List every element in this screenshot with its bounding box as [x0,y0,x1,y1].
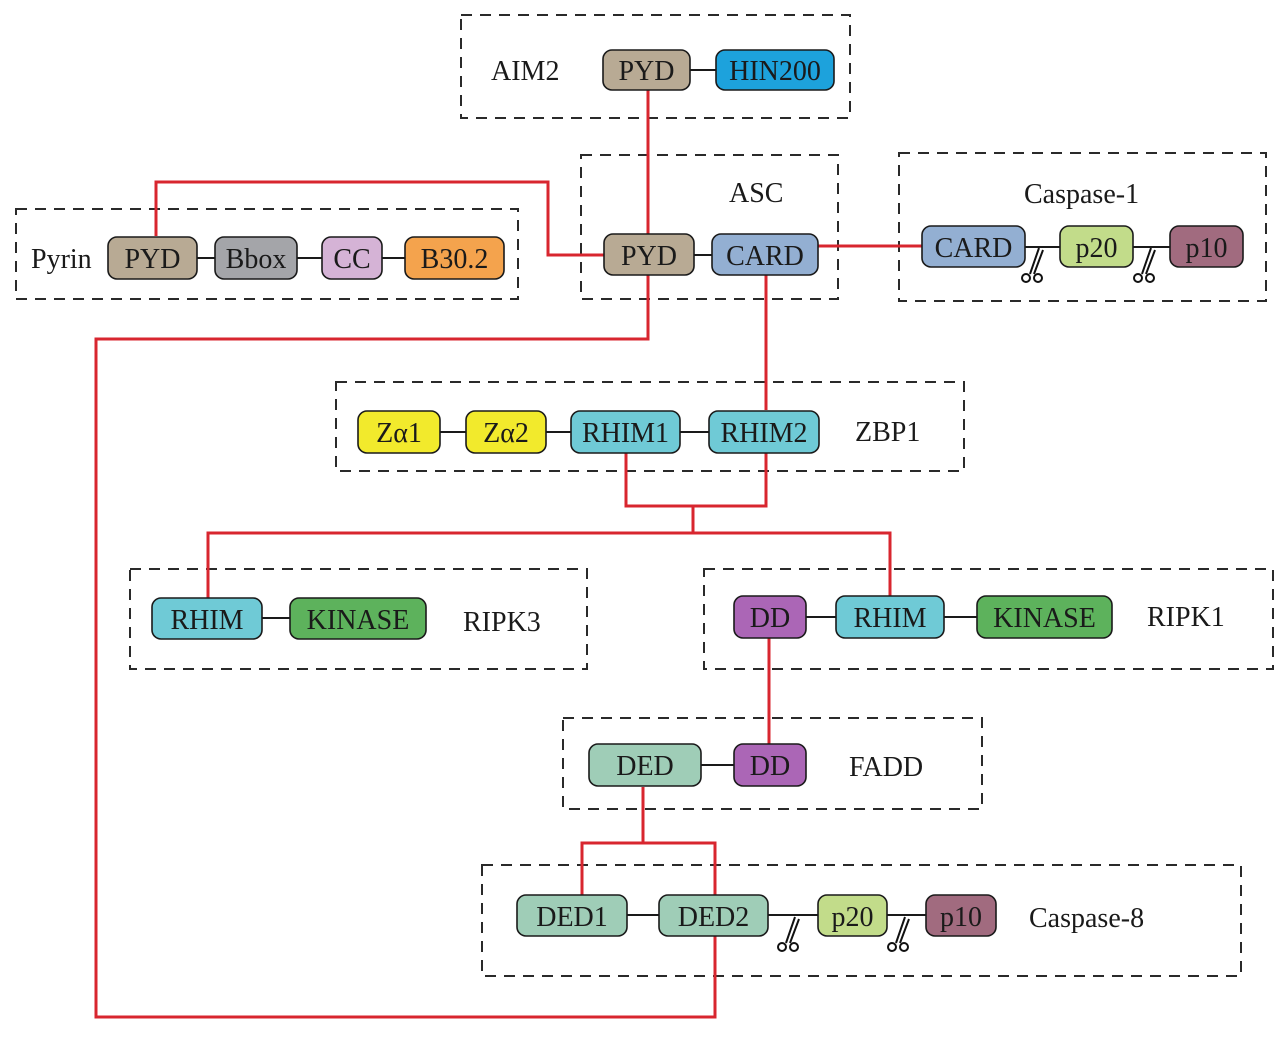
zbp1-label: ZBP1 [855,417,920,448]
caspase8-p10-label: p10 [940,902,982,933]
caspase8-p20-label: p20 [832,902,874,933]
aim2-group-box [460,14,851,119]
pyrin-bbox-domain [214,236,298,280]
aim2-domains: PYD HIN200 [602,49,835,91]
ripk1-rhim-label: RHIM [853,603,926,634]
zbp1-rhim-bracket [624,453,768,508]
ripk1-rhim-domain [835,595,945,639]
ripk3-group-box [129,568,588,670]
ripk1-domains: DD RHIM KINASE [733,595,1113,639]
ripk1-kinase-label: KINASE [993,603,1096,634]
caspase1-p10-label: p10 [1186,233,1228,264]
caspase1-p10-domain [1169,225,1244,268]
pyrin-group-box [15,208,519,300]
pyrin-b302-domain [404,236,505,280]
aim2-pyd-label: PYD [618,56,674,87]
caspase1-domains: CARD p20 p10 [921,225,1244,268]
zbp1-ripk-link [206,531,892,598]
zbp1-group-box [335,381,965,472]
caspase8-domains: DED1 DED2 p20 p10 [516,894,997,937]
scissors-icon [777,916,800,952]
ripk3-label: RIPK3 [463,607,541,638]
caspase1-p20-domain [1059,225,1134,268]
zbp1-za2-domain [465,410,547,454]
caspase1-group-box [898,152,1267,302]
zbp1-za1-label: Zα1 [376,418,422,449]
pyrin-bbox-label: Bbox [226,244,287,275]
pyrin-pyd-domain [107,236,198,280]
ripk3-rhim-label: RHIM [170,605,243,636]
asc-label: ASC [729,178,783,209]
caspase1-card-label: CARD [935,233,1013,264]
fadd-group-box [562,717,983,810]
fadd-domains: DED DD [588,743,807,787]
caspase8-ded2-label: DED2 [678,902,750,933]
ripk3-kinase-label: KINASE [307,605,410,636]
asc-card-label: CARD [726,241,804,272]
caspase8-label: Caspase-8 [1029,903,1144,934]
zbp1-rhim2-domain [708,410,820,454]
caspase8-p20-domain [817,894,888,937]
ripk3-rhim-domain [151,597,263,640]
scissors-icon [1021,247,1044,283]
zbp1-za2-label: Zα2 [483,418,529,449]
caspase8-ded1-domain [516,894,628,937]
zbp1-za1-domain [357,410,441,454]
pyrin-b302-label: B30.2 [421,244,489,275]
caspase1-card-domain [921,225,1026,268]
pyrin-label: Pyrin [31,244,92,275]
pyrin-pyd-label: PYD [124,244,180,275]
asc-pyd-domain [603,233,695,276]
asc-card-domain [711,233,819,276]
aim2-label: AIM2 [491,56,559,87]
aim2-hin200-label: HIN200 [729,56,821,87]
scissors-icon [887,916,910,952]
asc-pyd-label: PYD [621,241,677,272]
pyrin-cc-label: CC [333,244,370,275]
aim2-pyd-domain [602,49,691,91]
caspase1-p20-label: p20 [1076,233,1118,264]
caspase1-label: Caspase-1 [1024,179,1139,210]
zbp1-rhim1-domain [570,410,681,454]
ripk1-kinase-domain [976,595,1113,639]
zbp1-domains: Zα1 Zα2 RHIM1 RHIM2 [357,410,820,454]
fadd-caspase8-bracket [580,841,717,895]
ripk1-group-box [703,568,1274,670]
fadd-label: FADD [849,752,923,783]
zbp1-rhim1-label: RHIM1 [582,418,669,449]
scissors-icon [1133,247,1156,283]
zbp1-rhim2-label: RHIM2 [720,418,807,449]
ripk1-label: RIPK1 [1147,602,1225,633]
caspase8-ded1-label: DED1 [536,902,608,933]
ripk1-dd-label: DD [750,603,790,634]
ripk3-kinase-domain [289,597,427,640]
asc-domains: PYD CARD [603,233,819,276]
ripk1-dd-domain [733,595,807,639]
pyrin-asc-link [154,180,604,257]
asc-group-box [580,154,839,300]
fadd-ded-domain [588,743,702,787]
fadd-dd-label: DD [750,751,790,782]
fadd-dd-domain [733,743,807,787]
pyrin-cc-domain [321,236,383,280]
ripk3-domains: RHIM KINASE [151,597,427,640]
asc-caspase8-link [94,275,717,1019]
aim2-hin200-domain [715,49,835,91]
pyrin-domains: PYD Bbox CC B30.2 [107,236,505,280]
fadd-ded-label: DED [616,751,674,782]
intra-protein-linkers [197,69,1170,916]
caspase8-p10-domain [925,894,997,937]
caspase8-ded2-domain [658,894,769,937]
interaction-links [94,88,922,1019]
